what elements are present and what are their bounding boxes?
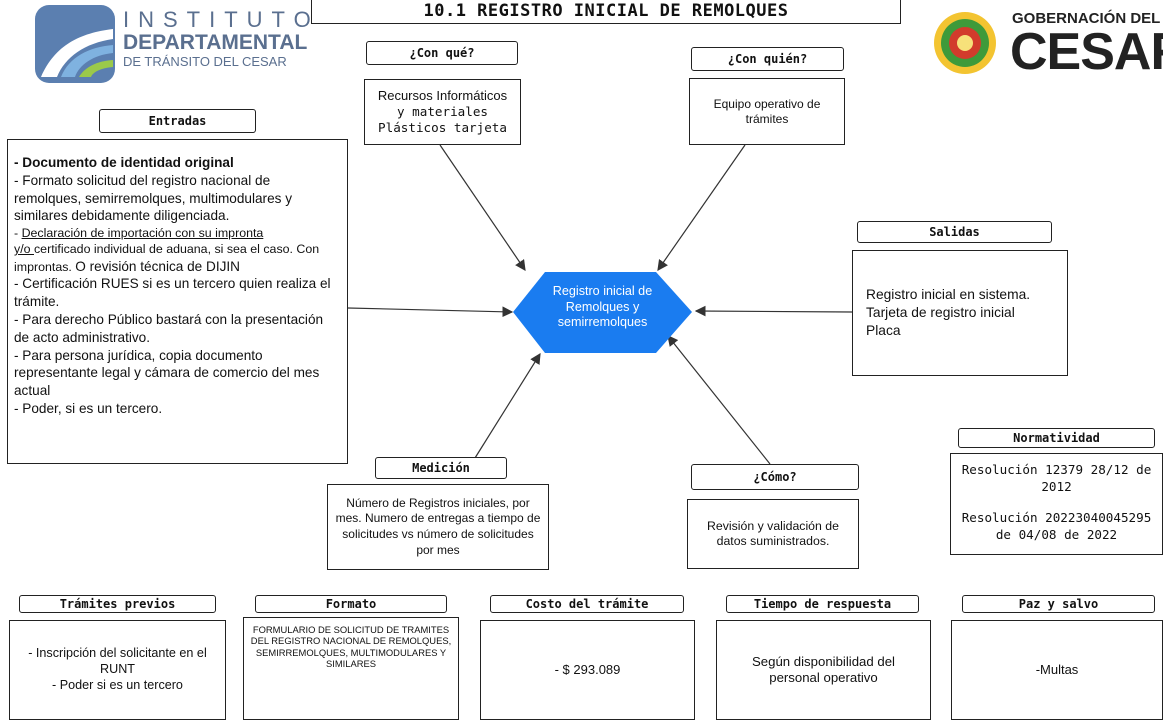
con-quien-header: ¿Con quién? [691, 47, 844, 71]
logo-line-3: DE TRÁNSITO DEL CESAR [123, 54, 287, 69]
gobernacion-logo: GOBERNACIÓN DEL CESAR [930, 8, 1163, 81]
tramites-header: Trámites previos [19, 595, 216, 613]
arrow-medicion [474, 352, 541, 459]
entradas-item-3-rest: certificado individual de aduana, si sea… [14, 242, 320, 274]
salidas-header: Salidas [857, 221, 1052, 243]
salidas-line-2: Tarjeta de registro inicial [866, 305, 1015, 321]
arrow-entradas [347, 306, 514, 318]
con-que-line-1: Recursos Informáticos [377, 88, 508, 104]
tiempo-header: Tiempo de respuesta [726, 595, 919, 613]
medicion-header: Medición [375, 457, 507, 479]
entradas-box: - Documento de identidad original - Form… [7, 139, 348, 464]
normatividad-resolution-2: Resolución 20223040045295 de 04/08 de 20… [961, 510, 1152, 542]
con-quien-line-2: trámites [745, 111, 789, 126]
logo-line-1: INSTITUTO [123, 7, 320, 32]
costo-box: - $ 293.089 [480, 620, 695, 720]
entradas-item-5: - Para derecho Público bastará con la pr… [14, 312, 324, 345]
tiempo-line-1: Según disponibilidad del [752, 653, 895, 669]
entradas-item-3-underlined-b: y/o [14, 242, 34, 257]
como-box: Revisión y validación de datos suministr… [687, 499, 859, 569]
entradas-item-6: - Para persona jurídica, copia documento… [14, 347, 320, 399]
center-hexagon [513, 272, 692, 353]
paz-box: -Multas [951, 620, 1163, 720]
page-title: 10.1 REGISTRO INICIAL DE REMOLQUES [311, 0, 901, 24]
con-quien-box: Equipo operativo de trámites [689, 78, 845, 145]
entradas-item-3-prefix: - [14, 226, 22, 241]
con-que-line-2: y materiales [397, 104, 488, 120]
entradas-item-7: - Poder, si es un tercero. [14, 401, 163, 417]
arrow-como [667, 335, 771, 465]
como-header: ¿Cómo? [691, 464, 859, 490]
entradas-item-4: - Certificación RUES si es un tercero qu… [14, 276, 331, 310]
instituto-logo: INSTITUTO DEPARTAMENTAL DE TRÁNSITO DEL … [35, 5, 311, 83]
entradas-item-1: - Documento de identidad original [14, 155, 234, 170]
center-line-3: semirremolques [557, 315, 648, 330]
tiempo-box: Según disponibilidad del personal operat… [716, 620, 931, 720]
center-line-1: Registro inicial de [552, 284, 653, 298]
center-line-2: Remolques y [565, 299, 640, 314]
formato-header: Formato [255, 595, 447, 613]
entradas-item-3-underlined-a: Declaración de importación con su impron… [21, 226, 264, 241]
normatividad-box: Resolución 12379 28/12 de 2012 Resolució… [950, 453, 1163, 555]
tiempo-line-2: personal operativo [769, 670, 878, 685]
costo-header: Costo del trámite [490, 595, 684, 613]
tramites-box: - Inscripción del solicitante en el RUNT… [9, 620, 226, 720]
con-que-line-3: Plásticos tarjeta [378, 120, 507, 136]
salidas-box: Registro inicial en sistema. Tarjeta de … [852, 250, 1068, 376]
instituto-logo-mark [35, 5, 115, 83]
arrow-con-quien [657, 144, 746, 271]
paz-header: Paz y salvo [962, 595, 1155, 613]
con-que-header: ¿Con qué? [366, 41, 518, 65]
normatividad-resolution-1: Resolución 12379 28/12 de 2012 [961, 462, 1152, 494]
con-que-box: Recursos Informáticos y materiales Plást… [364, 79, 521, 145]
entradas-item-2: - Formato solicitud del registro naciona… [14, 172, 293, 224]
entradas-header: Entradas [99, 109, 256, 133]
medicion-box: Número de Registros iniciales, por mes. … [327, 484, 549, 570]
center-process-label: Registro inicial de Remolques y semirrem… [520, 284, 685, 340]
como-line-2: datos suministrados. [716, 534, 830, 548]
tramites-line-3: - Poder si es un tercero [52, 677, 183, 692]
logo-line-2: DEPARTAMENTAL [123, 31, 308, 54]
salidas-line-3: Placa [866, 322, 901, 338]
como-line-1: Revisión y validación de [707, 518, 839, 533]
entradas-item-3-tail: O revisión técnica de DIJIN [75, 258, 240, 274]
tramites-line-2: RUNT [100, 662, 135, 677]
salidas-line-1: Registro inicial en sistema. [866, 287, 1031, 303]
entradas-item-3: - Declaración de importación con su impr… [14, 225, 341, 275]
formato-box: FORMULARIO DE SOLICITUD DE TRAMITES DEL … [243, 617, 459, 720]
gobernacion-line-1: GOBERNACIÓN DEL [1012, 10, 1161, 27]
arrow-salidas [694, 305, 853, 317]
seal-icon [934, 12, 996, 74]
normatividad-header: Normatividad [958, 428, 1155, 448]
con-quien-line-1: Equipo operativo de [713, 96, 821, 111]
gobernacion-line-2: CESAR [1010, 23, 1163, 81]
tramites-line-1: - Inscripción del solicitante en el [28, 646, 207, 661]
arrow-con-que [439, 144, 526, 271]
